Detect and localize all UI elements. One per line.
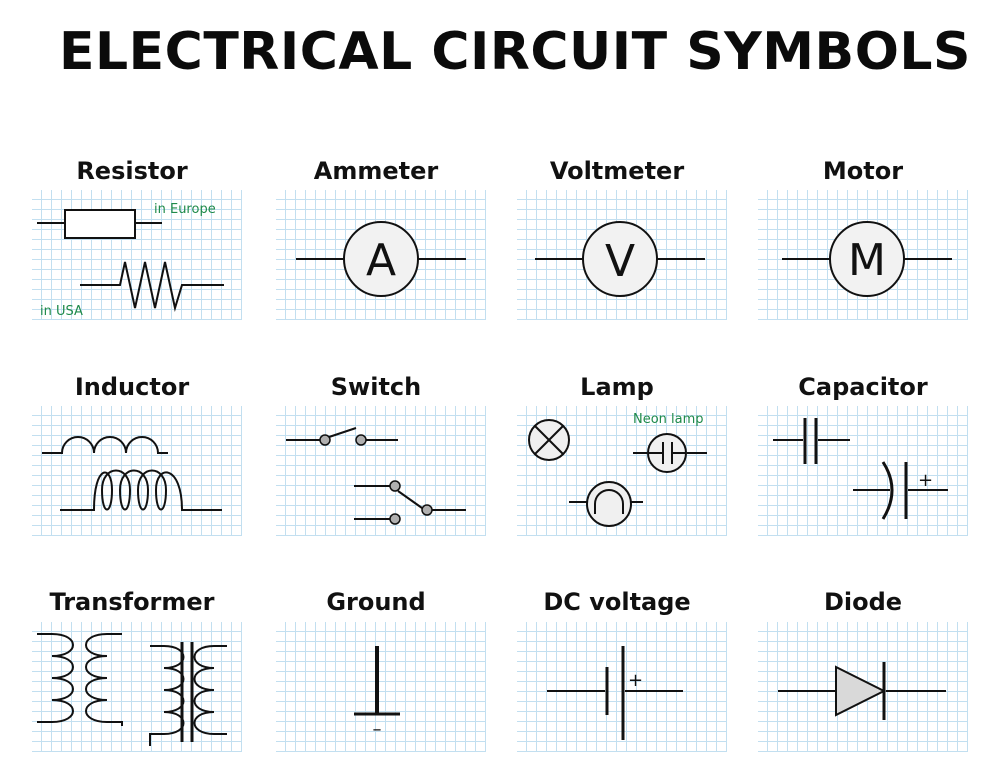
resistor-icon: in Europe in USA	[37, 202, 224, 319]
diode-symbol	[758, 622, 968, 752]
diode-label: Diode	[823, 588, 903, 616]
transformer-symbol	[32, 622, 242, 752]
transformer-label: Transformer	[49, 588, 215, 616]
switch-label: Switch	[330, 373, 422, 401]
ground-minus-sign: –	[373, 719, 382, 740]
ground-label: Ground	[326, 588, 426, 616]
switch-symbol	[276, 406, 486, 536]
resistor-europe-note: in Europe	[154, 202, 216, 217]
lamp-label: Lamp	[580, 373, 654, 401]
ammeter-icon: A	[296, 221, 466, 297]
ammeter-glyph: A	[366, 235, 396, 286]
motor-icon: M	[782, 221, 952, 297]
capacitor-label: Capacitor	[798, 373, 928, 401]
switch-icon	[286, 427, 466, 525]
motor-glyph: M	[848, 235, 886, 286]
ground-symbol: –	[276, 622, 486, 752]
ammeter-symbol: A	[276, 190, 486, 320]
dc-source-symbol: +	[517, 622, 727, 752]
voltmeter-glyph: V	[605, 236, 635, 287]
ground-icon: –	[354, 646, 400, 740]
motor-symbol: M	[758, 190, 968, 320]
capacitor-icon: +	[773, 418, 948, 520]
diode-icon	[778, 662, 946, 720]
voltmeter-label: Voltmeter	[549, 157, 685, 185]
voltmeter-icon: V	[535, 221, 705, 297]
resistor-usa-note: in USA	[40, 304, 83, 319]
inductor-symbol	[32, 406, 242, 536]
capacitor-symbol: +	[758, 406, 968, 536]
motor-label: Motor	[822, 157, 904, 185]
lamp-symbol: Neon lamp	[517, 406, 727, 536]
dc-source-plus-sign: +	[628, 670, 643, 691]
voltmeter-symbol: V	[517, 190, 727, 320]
inductor-label: Inductor	[74, 373, 190, 401]
transformer-icon	[37, 633, 227, 746]
inductor-icon	[42, 436, 222, 511]
neon-lamp-note: Neon lamp	[633, 412, 704, 427]
resistor-label: Resistor	[76, 157, 188, 185]
capacitor-plus-sign: +	[918, 470, 933, 491]
dc-source-icon: +	[547, 646, 683, 740]
page-title: ELECTRICAL CIRCUIT SYMBOLS	[59, 22, 971, 82]
ammeter-label: Ammeter	[313, 157, 439, 185]
resistor-symbol: in Europe in USA	[32, 190, 242, 320]
lamp-icon: Neon lamp	[528, 412, 707, 527]
